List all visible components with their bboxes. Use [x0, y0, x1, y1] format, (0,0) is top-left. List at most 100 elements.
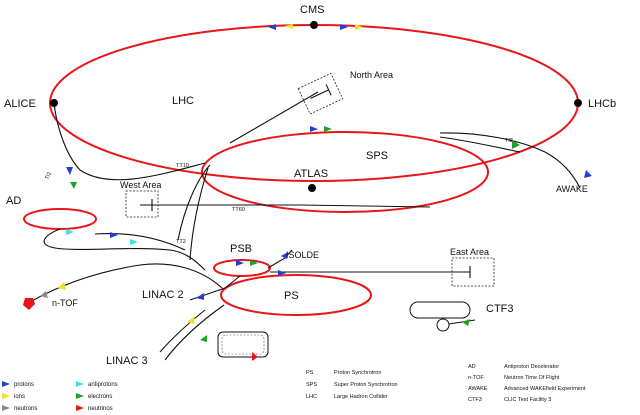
ad-inject-line [94, 233, 186, 251]
svg-text:Proton Synchrotron: Proton Synchrotron [334, 370, 381, 376]
abbr-ps: PS Proton Synchrotron [306, 370, 381, 376]
alice-label: ALICE [4, 98, 36, 110]
svg-text:n-TOF: n-TOF [468, 375, 484, 381]
ti2-label: TI2 [44, 171, 53, 181]
ti2-line [53, 102, 206, 181]
antiproton-arrow [130, 239, 138, 245]
lhc-ring[interactable] [49, 24, 579, 182]
ctf3-ring[interactable] [409, 301, 471, 319]
tt60-line [152, 204, 431, 208]
proton-arrow [281, 252, 288, 259]
svg-text:PS: PS [306, 370, 314, 376]
psb-ring[interactable] [213, 259, 271, 277]
proton-arrow [584, 170, 592, 178]
legend-neutrinos: neutrinos [76, 405, 113, 412]
tt2-line [177, 164, 211, 241]
west-area-box[interactable] [125, 190, 159, 218]
atlas-dot[interactable] [308, 184, 316, 192]
lhcb-dot[interactable] [574, 99, 582, 107]
svg-text:AD: AD [468, 364, 476, 370]
linac2-line [189, 275, 241, 301]
svg-text:neutrinos: neutrinos [88, 406, 113, 412]
north-area-label: North Area [350, 70, 393, 80]
svg-text:ions: ions [14, 394, 25, 400]
legend-protons: protons [2, 381, 34, 388]
west-area-stop [140, 199, 153, 211]
east-area-box[interactable] [451, 257, 495, 287]
north-area-box[interactable] [297, 72, 344, 115]
svg-text:antiprotons: antiprotons [88, 382, 118, 388]
svg-text:AWAKE: AWAKE [468, 386, 488, 392]
proton-arrow [310, 126, 318, 132]
neutrino-arrow [252, 352, 258, 361]
electron-arrow [200, 335, 207, 342]
legend-neutrons: neutrons [2, 405, 37, 412]
svg-text:electrons: electrons [88, 394, 112, 400]
svg-text:Super Proton Synchrotron: Super Proton Synchrotron [334, 382, 398, 388]
leir-inner [221, 334, 265, 355]
west-area-label: West Area [120, 180, 161, 190]
linac2-label: LINAC 2 [142, 289, 184, 301]
ctf3-small-ring [436, 318, 450, 332]
proton-arrow [340, 24, 348, 30]
antiproton-arrow [66, 229, 74, 235]
abbr-awake: AWAKE Advanced WAKEfield Experiment [468, 386, 586, 392]
ps-ring[interactable] [220, 274, 372, 316]
ad-transfer-line [43, 228, 206, 271]
abbr-sps: SPS Super Proton Synchrotron [306, 382, 398, 388]
proton-arrow [66, 167, 73, 175]
ion-arrow [58, 282, 66, 290]
svg-text:SPS: SPS [306, 382, 317, 388]
ion-arrow [285, 24, 293, 29]
proton-arrow [268, 24, 276, 30]
sps-ring[interactable] [201, 131, 489, 213]
ps-label: PS [284, 290, 299, 302]
abbr-lhc: LHC Large Hadron Collider [306, 394, 388, 400]
electron-arrow [70, 182, 77, 189]
lhc-label: LHC [172, 95, 194, 107]
electron-arrow [324, 126, 332, 132]
proton-arrow [196, 293, 204, 300]
alice-dot[interactable] [50, 99, 58, 107]
awake-line [439, 132, 581, 189]
atlas-label: ATLAS [294, 168, 328, 180]
proton-arrow [236, 260, 244, 266]
tt10-label: TT10 [176, 163, 189, 169]
ti8-line [439, 136, 521, 153]
cms-dot[interactable] [310, 21, 318, 29]
abbr-ad: AD Antiproton Decelerator [468, 364, 559, 370]
lhcb-label: LHCb [588, 98, 616, 110]
ion-arrow [355, 24, 363, 30]
cms-label: CMS [300, 4, 324, 16]
electron-arrow [512, 140, 520, 149]
east-area-label: East Area [450, 247, 489, 257]
linac3-label: LINAC 3 [106, 355, 148, 367]
ad-label: AD [6, 195, 21, 207]
ntof-line [29, 263, 223, 303]
abbr-ctf3: CTF3 CLIC Test Facility 3 [468, 397, 551, 403]
proton-arrow [110, 232, 118, 238]
ion-arrow [187, 316, 195, 324]
svg-text:Neutron Time Of Flight: Neutron Time Of Flight [504, 375, 560, 381]
svg-text:protons: protons [14, 382, 34, 388]
awake-label: AWAKE [556, 184, 588, 194]
svg-text:CLIC Test Facility 3: CLIC Test Facility 3 [504, 397, 551, 403]
sps-label: SPS [366, 150, 388, 162]
east-area-stop [455, 266, 471, 278]
ctf3-label: CTF3 [486, 303, 514, 315]
leir-line [164, 304, 225, 361]
isolde-label: ISOLDE [286, 250, 319, 260]
tt2-label: TT2 [176, 239, 186, 245]
neutron-arrow [40, 291, 48, 298]
particle-legend: protons ions neutrons antiprotons electr… [2, 381, 118, 412]
ntof-label: n-TOF [52, 298, 78, 308]
north-area-line [229, 91, 319, 144]
ad-ring[interactable] [23, 208, 97, 230]
leir-ring[interactable] [217, 331, 269, 358]
electron-arrow [250, 260, 258, 266]
abbr-ntof: n-TOF Neutron Time Of Flight [468, 375, 560, 381]
svg-text:Antiproton Decelerator: Antiproton Decelerator [504, 364, 559, 370]
psb-label: PSB [230, 243, 252, 255]
svg-text:CTF3: CTF3 [468, 397, 482, 403]
